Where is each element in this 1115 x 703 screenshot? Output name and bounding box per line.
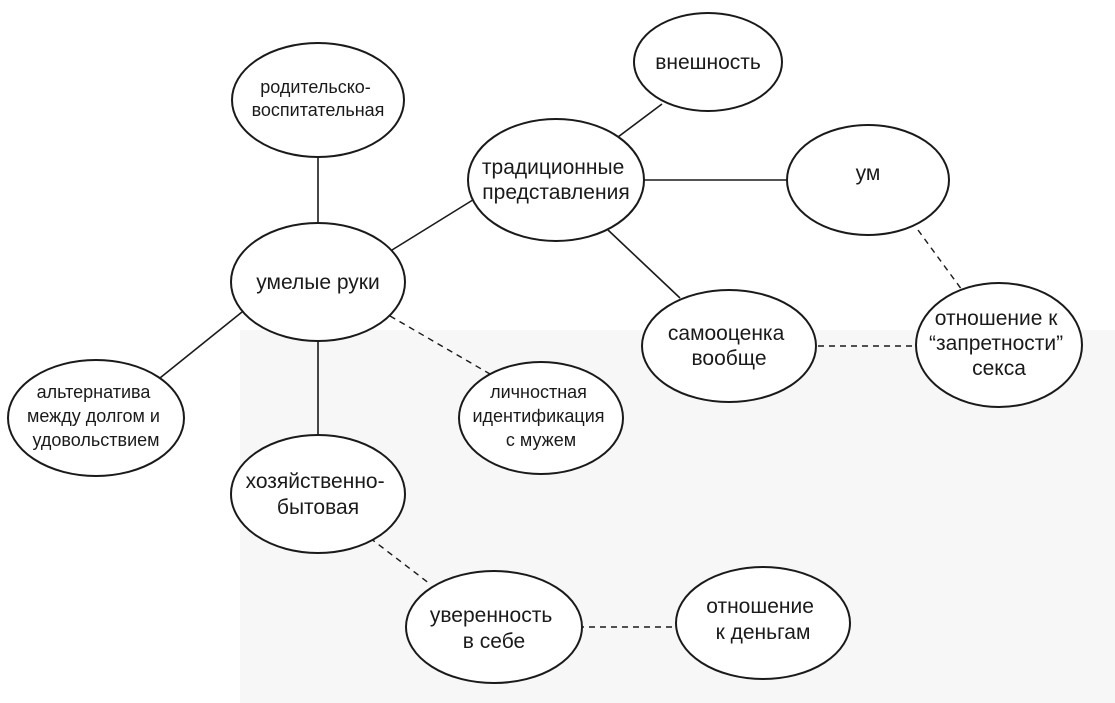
- node-um[interactable]: ум: [786, 124, 950, 236]
- node-uverennost[interactable]: уверенность в себе: [405, 570, 583, 684]
- edge-umelye-alternativa: [149, 311, 243, 387]
- edge-um-zapretnost: [917, 229, 963, 291]
- node-khozyaystvenno[interactable]: хозяйственно- бытовая: [230, 434, 406, 554]
- edge-umelye-traditsionnye: [391, 197, 477, 251]
- node-vneshnost[interactable]: внешность: [633, 12, 783, 112]
- node-alternativa[interactable]: альтернатива между долгом и удовольствие…: [7, 359, 185, 477]
- node-label-zapretnost: отношение к “запретности” секса: [929, 307, 1069, 380]
- node-zapretnost[interactable]: отношение к “запретности” секса: [915, 282, 1083, 408]
- node-label-um: ум: [856, 162, 881, 185]
- node-label-samootsenka: самооценка вообще: [668, 322, 790, 370]
- node-label-vneshnost: внешность: [655, 51, 761, 74]
- node-lichnostnaya[interactable]: личностная идентификация с мужем: [458, 361, 624, 475]
- node-dengi[interactable]: отношение к деньгам: [675, 566, 851, 680]
- node-label-umelye: умелые руки: [256, 271, 379, 294]
- node-label-roditelsko: родительско- воспитательная: [252, 77, 385, 120]
- node-label-alternativa: альтернатива между долгом и удовольствие…: [27, 382, 165, 450]
- node-roditelsko[interactable]: родительско- воспитательная: [231, 42, 405, 158]
- edge-khozyaystvenno-uverennost: [369, 537, 431, 585]
- node-samootsenka[interactable]: самооценка вообще: [641, 289, 817, 403]
- node-label-lichnostnaya: личностная идентификация с мужем: [472, 382, 609, 450]
- node-label-traditsionnye: традиционные представления: [482, 156, 630, 204]
- node-umelye[interactable]: умелые руки: [230, 222, 406, 342]
- edges-layer: [149, 103, 963, 628]
- node-label-khozyaystvenno: хозяйственно- бытовая: [246, 470, 391, 519]
- edge-traditsionnye-vneshnost: [613, 103, 663, 141]
- edge-umelye-lichnostnaya: [389, 315, 491, 375]
- edge-traditsionnye-samootsenka: [607, 229, 681, 299]
- node-label-uverennost: уверенность в себе: [430, 604, 558, 653]
- node-traditsionnye[interactable]: традиционные представления: [467, 118, 645, 242]
- node-label-dengi: отношение к деньгам: [706, 595, 820, 644]
- nodes-layer: родительско- воспитательная умелые руки …: [7, 12, 1083, 684]
